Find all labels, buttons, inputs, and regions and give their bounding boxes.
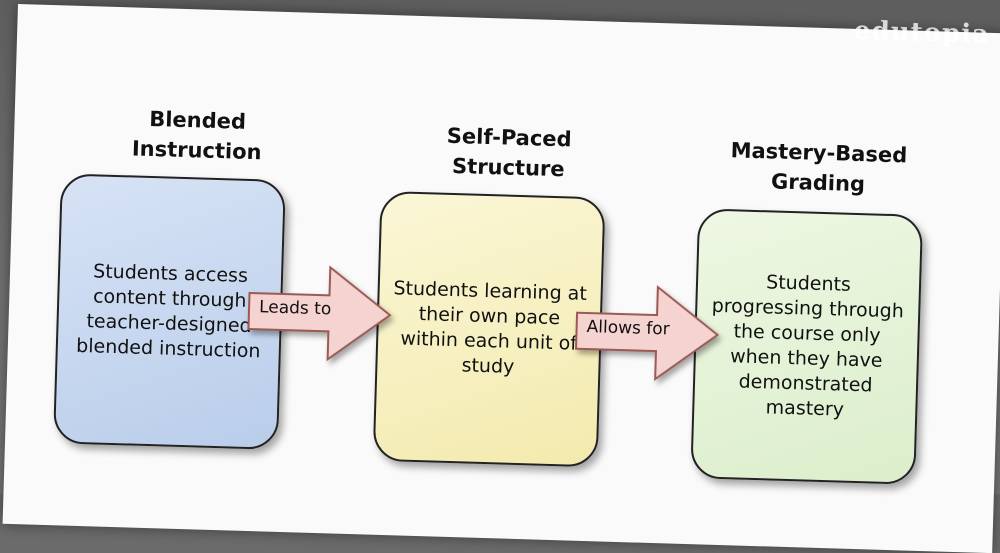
stage-2-heading: Self-Paced Structure [446, 123, 572, 182]
connector-arrow-2: Allows for [573, 283, 721, 383]
stage-2-box: Students learning at their own pace with… [372, 190, 606, 468]
stage-3-description: Students progressing through the course … [711, 271, 905, 421]
stage-2-description: Students learning at their own pace with… [393, 277, 588, 378]
slide: Blended Instruction Students access cont… [2, 4, 1000, 553]
stage-1-description: Students access content through teacher-… [75, 260, 261, 363]
edutopia-watermark: edutopia [853, 15, 991, 51]
stage-3-box: Students progressing through the course … [690, 208, 924, 485]
connector-1-label: Leads to [258, 297, 332, 320]
stage-1-heading: Blended Instruction [131, 106, 262, 165]
connector-arrow-1: Leads to [246, 263, 394, 363]
connector-2-label: Allows for [586, 317, 670, 340]
stage-3-heading: Mastery-Based Grading [730, 138, 908, 197]
